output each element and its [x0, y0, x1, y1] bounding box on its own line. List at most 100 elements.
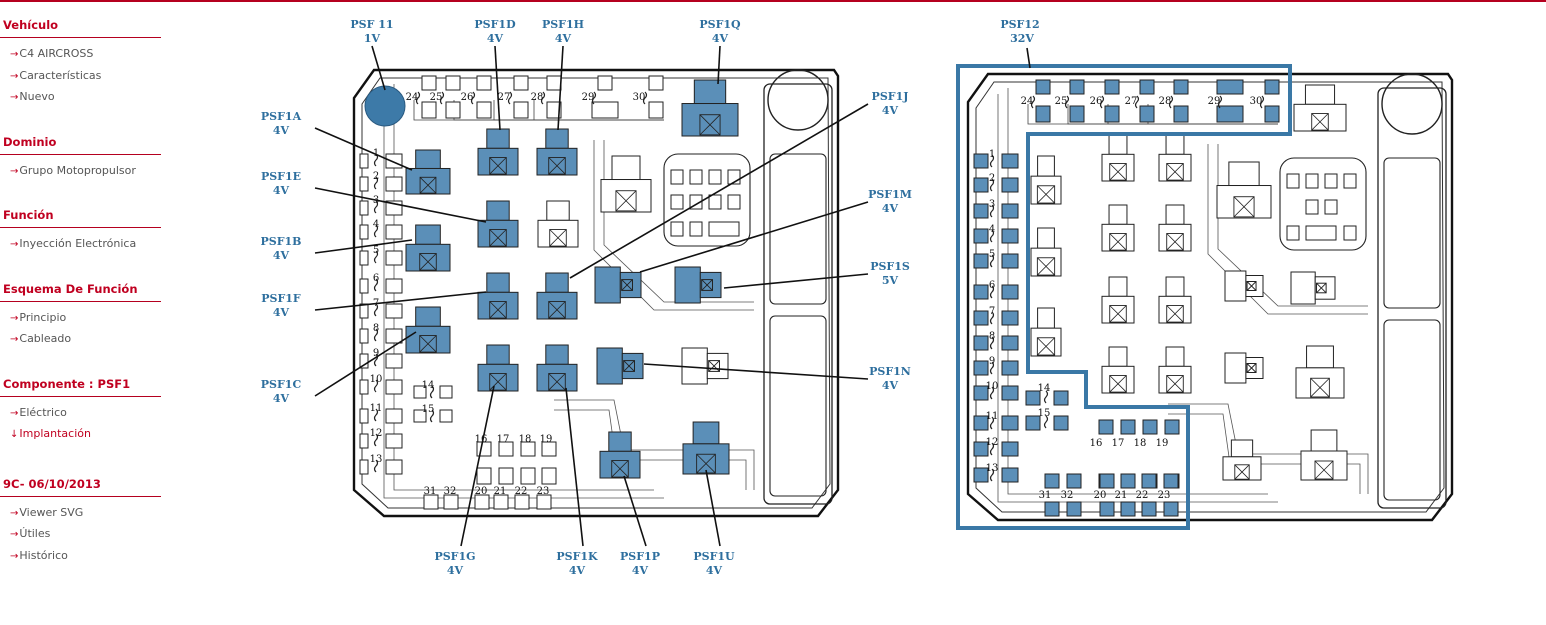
sidebar-section: Vehículo →C4 AIRCROSS→Características→Nue…	[0, 8, 165, 112]
fuse-slot	[1141, 501, 1157, 517]
sidebar-link-label: Cableado	[19, 332, 72, 345]
relay-part	[696, 453, 716, 474]
fuse-number: 23	[537, 486, 550, 497]
sidebar-link-label: Principio	[19, 310, 67, 324]
relay-part	[1314, 276, 1336, 300]
fuse-number: 22	[1136, 490, 1149, 501]
component-label: PSF1F	[261, 292, 301, 305]
sidebar-link[interactable]: →Características	[0, 69, 165, 91]
component-label: PSF 11	[350, 18, 393, 31]
relay	[1030, 227, 1062, 277]
relay-part	[1037, 337, 1055, 356]
fuse-wire-icon	[373, 328, 379, 342]
relay-part	[405, 167, 451, 195]
component-voltage: 4V	[487, 32, 504, 45]
component-voltage: 5V	[882, 274, 899, 287]
relay-part	[706, 352, 729, 380]
fuse-wire-icon	[989, 468, 995, 482]
sidebar-link[interactable]: →Eléctrico	[0, 406, 165, 428]
relay-cross	[621, 279, 633, 291]
fuse-slot	[385, 433, 403, 449]
fuse-slot	[1001, 177, 1019, 193]
sidebar-link[interactable]: →C4 AIRCROSS	[0, 47, 165, 69]
arrow-right-icon: →	[10, 529, 19, 540]
fuse-slot	[413, 409, 427, 423]
fuse-number: 16	[1090, 438, 1103, 449]
relay-psf1s	[674, 266, 701, 304]
fuse-slot	[541, 467, 557, 485]
sidebar-link[interactable]: →Grupo Motopropulsor	[0, 164, 165, 186]
sidebar-link[interactable]: →Cableado	[0, 332, 165, 354]
callout-line	[643, 363, 869, 380]
component-voltage: 4V	[273, 124, 290, 137]
relay-part	[1166, 305, 1184, 323]
sidebar-link[interactable]: →Inyección Electrónica	[0, 237, 165, 259]
relay-part	[1165, 204, 1185, 225]
fuse-number: 5	[373, 245, 379, 256]
fuse-slot	[546, 101, 562, 119]
fuse-slot	[1035, 105, 1051, 123]
fuse-slot	[520, 467, 536, 485]
relay-psf1h	[536, 128, 578, 176]
fuse-wire-icon	[989, 336, 995, 350]
fuse-number: 6	[989, 280, 995, 291]
relay-part	[545, 344, 569, 365]
sidebar-link[interactable]: →Histórico	[0, 549, 165, 571]
sidebar-section-title: 9C- 06/10/2013	[0, 462, 161, 497]
relay-psf1c	[405, 306, 451, 354]
relay-psf1q	[681, 79, 739, 137]
arrow-right-icon: →	[10, 49, 19, 60]
fuse-box-side-compartment	[1377, 87, 1447, 509]
sidebar-link[interactable]: →Viewer SVG	[0, 506, 165, 528]
fuse-slot	[1120, 419, 1136, 435]
callout-line	[557, 45, 564, 131]
fuse-slot	[1163, 473, 1179, 489]
relay-psf1d	[477, 128, 519, 176]
relay-psf1k	[536, 344, 578, 392]
component-voltage: 4V	[882, 104, 899, 117]
fuse-number: 17	[1112, 438, 1125, 449]
sidebar-link[interactable]: →Principio	[0, 311, 165, 333]
fuse-slot	[541, 441, 557, 457]
sidebar-list: →C4 AIRCROSS→Características→Nuevo	[0, 47, 165, 112]
fuse-number: 25	[1055, 96, 1068, 107]
relay-part	[1304, 84, 1336, 105]
cross-line	[623, 360, 635, 372]
relay-part	[545, 272, 569, 293]
sidebar-list: →Viewer SVG→Útiles→Histórico	[0, 506, 165, 571]
arrow-right-icon: →	[10, 407, 19, 419]
relay-part	[1101, 365, 1135, 394]
fuse-slot	[1264, 105, 1280, 123]
arrow-right-icon: →	[10, 70, 19, 82]
fuse-slot	[973, 335, 989, 351]
sidebar-link[interactable]: ↓Implantación	[0, 427, 165, 449]
fuse-wire-icon	[373, 303, 379, 317]
fuse-number: 28	[1159, 96, 1172, 107]
relay	[1101, 134, 1135, 182]
callout-line	[314, 239, 413, 254]
sidebar-link-label: Viewer SVG	[19, 505, 84, 519]
sidebar-link[interactable]: →Nuevo	[0, 90, 165, 112]
component-voltage: 4V	[632, 564, 649, 577]
sidebar-section-title: Vehículo	[0, 8, 161, 38]
fuse-wire-icon	[642, 91, 648, 105]
fuse-number: 27	[1125, 96, 1138, 107]
fuse-module-slot	[1286, 225, 1300, 241]
relay-part	[1165, 276, 1185, 297]
fuse-number: 11	[370, 403, 383, 414]
wire-track	[1107, 104, 1278, 125]
fuse-wire-icon	[373, 200, 379, 214]
relay-part	[486, 344, 510, 365]
relay-part	[1293, 103, 1347, 132]
fuse-slot	[513, 101, 529, 119]
relay-cross	[1316, 282, 1327, 294]
fuse-slot	[973, 467, 989, 483]
fuse-wire-icon	[429, 385, 435, 399]
fuse-slot	[476, 101, 492, 119]
fuse-module-slot	[708, 169, 722, 185]
fuse-number: 19	[1156, 438, 1169, 449]
relay-part	[611, 460, 629, 478]
sidebar-link[interactable]: →Útiles	[0, 527, 165, 549]
fuse-slot	[476, 75, 492, 91]
fuse-slot	[385, 176, 403, 192]
